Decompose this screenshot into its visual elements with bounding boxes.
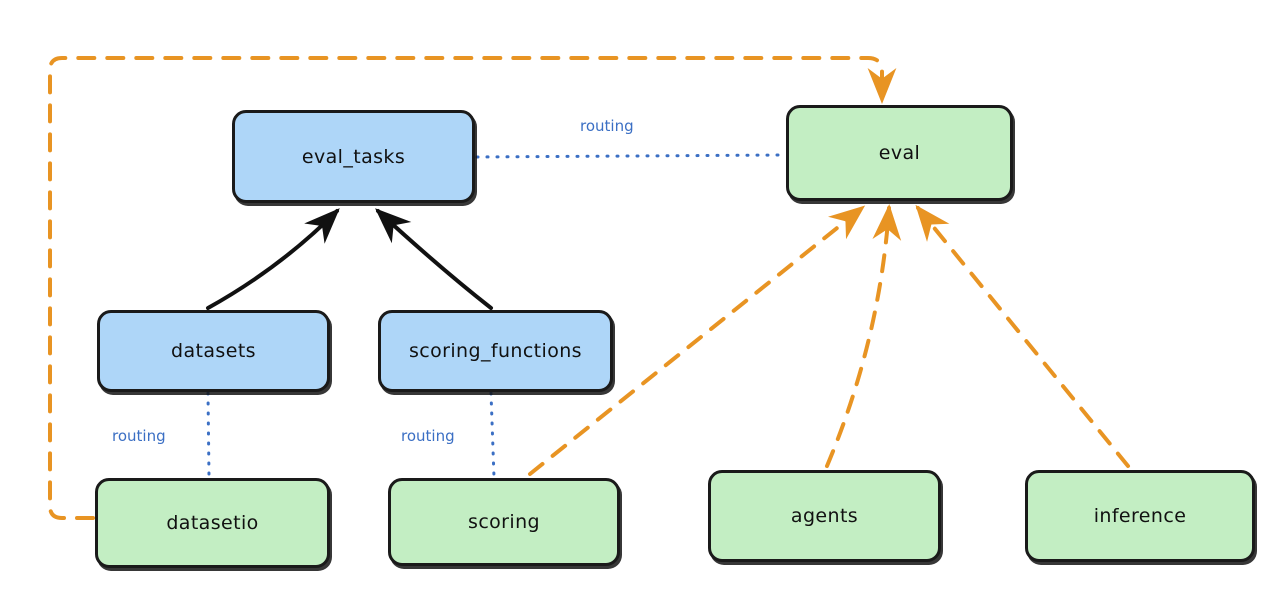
node-datasetio[interactable]: datasetio <box>95 478 330 568</box>
node-label-eval: eval <box>878 142 921 164</box>
node-label-scoring: scoring <box>468 511 540 533</box>
node-datasets[interactable]: datasets <box>97 310 330 392</box>
node-label-datasets: datasets <box>171 340 256 362</box>
edge-label-routing-eval-tasks-eval: routing <box>577 117 637 135</box>
edge-scoring_functions-to-eval_tasks <box>375 208 493 310</box>
node-label-datasetio: datasetio <box>166 512 259 534</box>
node-label-scoring-functions: scoring_functions <box>409 340 582 362</box>
edge-inference-to-eval <box>915 204 1130 468</box>
node-scoring[interactable]: scoring <box>388 478 620 566</box>
edge-scoring-to-eval <box>528 205 866 476</box>
edge-agents-to-eval <box>825 204 902 468</box>
node-scoring-functions[interactable]: scoring_functions <box>378 310 613 392</box>
edge-datasetio-to-eval <box>48 56 897 520</box>
node-label-inference: inference <box>1093 505 1187 527</box>
edge-label-routing-scoring-functions-scoring: routing <box>398 427 458 445</box>
edge-datasets-to-eval_tasks <box>206 208 340 310</box>
node-label-eval-tasks: eval_tasks <box>301 145 406 168</box>
node-agents[interactable]: agents <box>708 470 941 562</box>
edge-scoring_functions-to-scoring <box>489 391 496 479</box>
edge-label-routing-datasets-datasetio: routing <box>109 427 169 445</box>
node-inference[interactable]: inference <box>1025 470 1255 562</box>
node-label-agents: agents <box>790 505 859 527</box>
node-eval[interactable]: eval <box>786 105 1013 201</box>
node-eval-tasks[interactable]: eval_tasks <box>232 110 475 203</box>
edge-datasets-to-datasetio <box>206 391 211 479</box>
edge-eval_tasks-to-eval <box>475 153 786 159</box>
